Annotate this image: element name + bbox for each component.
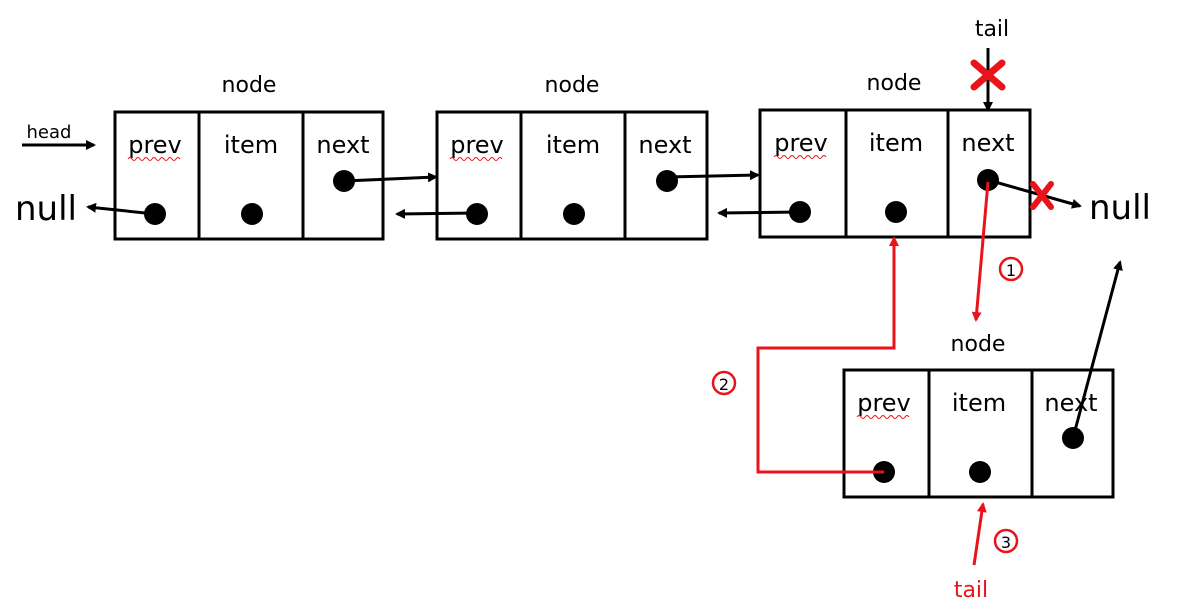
cross-icon bbox=[1030, 181, 1054, 210]
node-1-next-label: next bbox=[316, 131, 369, 159]
node-4-item-dot bbox=[969, 461, 991, 483]
step-1-badge: 1 bbox=[998, 256, 1024, 282]
old-tail-label: tail bbox=[975, 17, 1009, 42]
node-2-prev-label: prev bbox=[450, 131, 504, 159]
step-1-arrow bbox=[971, 181, 990, 322]
head-label: head bbox=[27, 122, 72, 143]
node-1-box bbox=[113, 110, 385, 241]
node-3-next-to-null-arrow bbox=[987, 178, 1082, 209]
node-3: node prev item next bbox=[758, 71, 1032, 239]
node-1-label: node bbox=[222, 73, 277, 98]
node-1-item-label: item bbox=[224, 131, 278, 159]
step-3-arrow bbox=[972, 502, 987, 566]
node-1-next-arrow bbox=[343, 172, 438, 183]
step-2-arrow bbox=[756, 236, 899, 474]
node-2-prev-arrow bbox=[395, 208, 478, 219]
node-4-item-label: item bbox=[952, 389, 1006, 417]
node-1-item-dot bbox=[241, 203, 263, 225]
node-3-next-label: next bbox=[961, 129, 1014, 157]
node-2-next-label: next bbox=[638, 131, 691, 159]
node-4-prev-label: prev bbox=[857, 389, 911, 417]
node-4-box bbox=[842, 368, 1115, 499]
node-4-next-to-null-arrow bbox=[1071, 260, 1123, 439]
step-1-number: 1 bbox=[1006, 261, 1016, 280]
node-2-label: node bbox=[545, 73, 600, 98]
node-2: node prev item next bbox=[435, 73, 709, 241]
node-1-prev-arrow bbox=[86, 202, 156, 216]
node-3-item-label: item bbox=[869, 129, 923, 157]
null-right-label: null bbox=[1089, 188, 1151, 228]
step-2-number: 2 bbox=[719, 375, 729, 394]
node-2-item-dot bbox=[563, 203, 585, 225]
node-2-next-dot bbox=[656, 170, 678, 192]
node-3-label: node bbox=[867, 71, 922, 96]
step-2-badge: 2 bbox=[711, 370, 737, 396]
node-3-prev-label: prev bbox=[774, 129, 828, 157]
step-3-number: 3 bbox=[1001, 533, 1011, 552]
cross-icon bbox=[970, 59, 1006, 91]
node-4-next-label: next bbox=[1044, 389, 1097, 417]
node-1-prev-label: prev bbox=[128, 131, 182, 159]
node-2-next-arrow bbox=[666, 170, 760, 181]
node-3-item-dot bbox=[885, 201, 907, 223]
node-3-prev-arrow bbox=[717, 207, 801, 218]
node-4: node prev item next bbox=[842, 332, 1115, 499]
node-1: node prev item next bbox=[113, 73, 385, 241]
step-3-badge: 3 bbox=[993, 528, 1019, 554]
null-left-label: null bbox=[15, 189, 77, 229]
node-2-item-label: item bbox=[546, 131, 600, 159]
spellcheck-underline bbox=[449, 157, 503, 161]
spellcheck-underline bbox=[856, 415, 910, 419]
spellcheck-underline bbox=[773, 155, 827, 159]
spellcheck-underline bbox=[127, 157, 181, 161]
new-tail-label: tail bbox=[954, 578, 988, 603]
node-4-label: node bbox=[951, 332, 1006, 357]
